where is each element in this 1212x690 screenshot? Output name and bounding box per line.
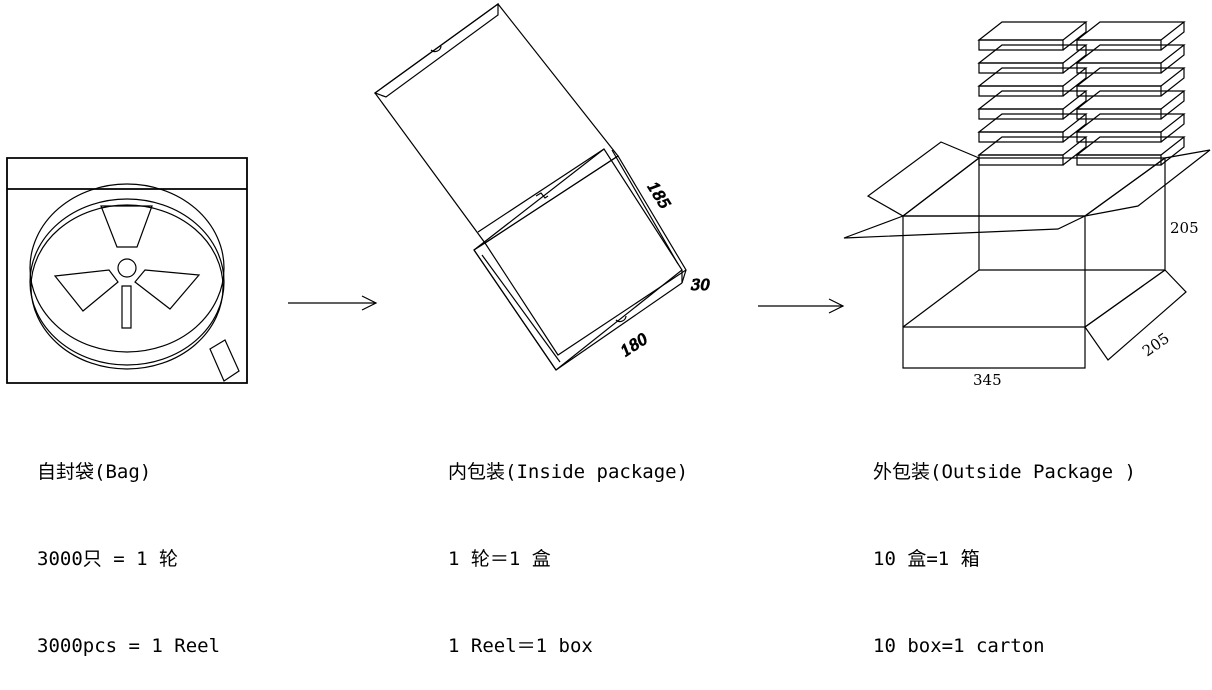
bag-caption-cn: 3000只 = 1 轮 xyxy=(37,548,178,570)
bag-caption-en: 3000pcs = 1 Reel xyxy=(37,635,221,657)
bag-caption: 自封袋(Bag) 3000只 = 1 轮 3000pcs = 1 Reel xyxy=(37,400,220,690)
packaging-diagram: 185 30 180 205 205 345 xyxy=(0,0,1212,389)
inner-caption-cn: 1 轮＝1 盒 xyxy=(448,548,551,570)
outer-caption-title: 外包装(Outside Package ) xyxy=(873,461,1136,483)
outer-caption-en: 10 box=1 carton xyxy=(873,635,1045,657)
inner-caption: 内包装(Inside package) 1 轮＝1 盒 1 Reel＝1 box xyxy=(448,400,688,690)
bag-illustration xyxy=(7,158,247,383)
inner-height-label: 30 xyxy=(691,276,711,294)
bag-caption-title: 自封袋(Bag) xyxy=(37,461,152,483)
outer-caption: 外包装(Outside Package ) 10 盒=1 箱 10 box=1 … xyxy=(873,400,1136,690)
outer-height-label: 205 xyxy=(1170,219,1199,237)
arrow-icon xyxy=(758,299,843,313)
bag-label-icon xyxy=(210,340,239,381)
inner-caption-en: 1 Reel＝1 box xyxy=(448,635,593,657)
outer-carton-illustration xyxy=(844,21,1210,368)
arrow-icon xyxy=(288,296,376,310)
outer-length-label: 345 xyxy=(973,371,1002,389)
reel-icon xyxy=(30,184,224,369)
stacked-boxes-icon xyxy=(979,21,1185,166)
outer-caption-cn: 10 盒=1 箱 xyxy=(873,548,980,570)
inner-caption-title: 内包装(Inside package) xyxy=(448,461,689,483)
inner-box-illustration xyxy=(375,4,686,370)
bag-outline xyxy=(7,158,247,383)
inner-width-label: 180 xyxy=(617,329,651,360)
outer-depth-label: 205 xyxy=(1139,329,1173,360)
